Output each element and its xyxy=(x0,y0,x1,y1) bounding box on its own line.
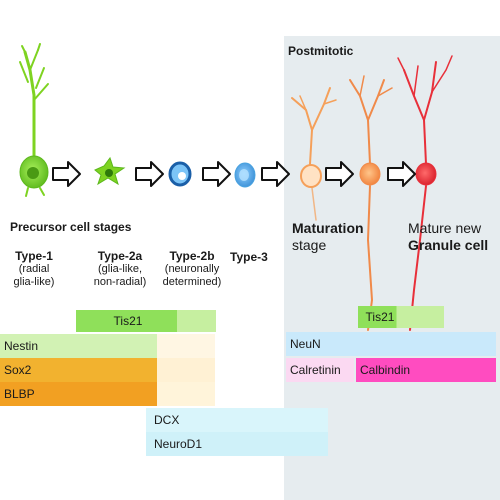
arrows xyxy=(52,161,416,187)
immature-neuron xyxy=(291,87,337,221)
mature-granule-label: Mature new Granule cell xyxy=(408,220,488,254)
calretinin-bar: Calretinin xyxy=(286,358,354,382)
arrow-icon xyxy=(135,161,164,187)
type-2a-label: Type-2a (glia-like, non-radial) xyxy=(80,250,160,289)
maturation-label-line1: Maturation xyxy=(292,220,364,236)
type-3-name: Type-3 xyxy=(230,250,268,264)
radial-glia-cell xyxy=(19,43,49,197)
type-2b-cell xyxy=(168,161,192,187)
type-2b-desc-1: (neuronally xyxy=(164,263,220,275)
mature-granule-cell xyxy=(397,55,453,331)
type-1-desc-2: glia-like) xyxy=(13,276,55,288)
neun-bar: NeuN xyxy=(286,332,496,356)
type-2a-desc-1: (glia-like, xyxy=(97,263,142,275)
type-1-name: Type-1 xyxy=(15,249,53,263)
type-2b-desc-2: determined) xyxy=(162,276,222,288)
maturation-stage-label: Maturation stage xyxy=(292,220,364,254)
mature-label-line2: Granule cell xyxy=(408,237,489,253)
type-2a-name: Type-2a xyxy=(97,249,143,263)
nestin-bar: Nestin xyxy=(0,334,215,358)
dcx-bar: DCX xyxy=(146,408,328,432)
type-2b-label: Type-2b (neuronally determined) xyxy=(152,250,232,289)
arrow-icon xyxy=(325,161,354,187)
tis21-bar-mature: Tis21 xyxy=(358,306,444,328)
sox2-bar: Sox2 xyxy=(0,358,215,382)
maturing-neuron xyxy=(349,75,393,331)
arrow-icon xyxy=(52,161,81,187)
arrow-icon xyxy=(387,161,416,187)
type-1-desc-1: (radial xyxy=(18,263,50,275)
type-2b-name: Type-2b xyxy=(169,249,215,263)
arrow-icon xyxy=(202,161,231,187)
arrow-icon xyxy=(261,161,290,187)
tis21-label-precursor: Tis21 xyxy=(113,314,143,328)
neurod1-bar: NeuroD1 xyxy=(146,432,328,456)
precursor-stages-heading: Precursor cell stages xyxy=(10,220,132,234)
postmitotic-heading: Postmitotic xyxy=(288,44,354,58)
mature-label-line1: Mature new xyxy=(408,220,482,236)
tis21-bar-precursor: Tis21 xyxy=(76,310,216,332)
type-1-label: Type-1 (radial glia-like) xyxy=(4,250,64,289)
maturation-label-line2: stage xyxy=(292,237,327,253)
calbindin-bar: Calbindin xyxy=(356,358,496,382)
blbp-bar: BLBP xyxy=(0,382,215,406)
type-2a-cell xyxy=(94,156,126,186)
type-3-cell xyxy=(234,162,256,188)
type-2a-desc-2: non-radial) xyxy=(93,276,147,288)
tis21-label-mature: Tis21 xyxy=(365,310,395,324)
